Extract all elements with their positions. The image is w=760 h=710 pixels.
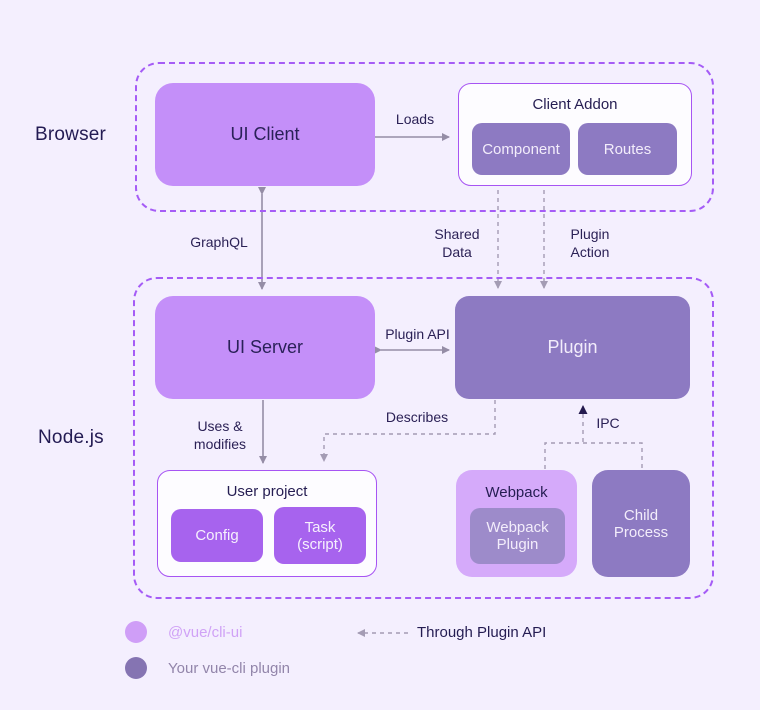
loads-label: Loads (395, 111, 435, 127)
nodejs-group-box (133, 277, 714, 599)
ui-client-node: UI Client (155, 83, 375, 186)
child-process-label: Child Process (613, 506, 669, 541)
client-addon-title: Client Addon (532, 96, 618, 113)
webpack-plugin-label: Webpack Plugin (486, 519, 549, 553)
task-node-label: Task (script) (297, 518, 343, 553)
plugin-action-label: Plugin Action (570, 226, 610, 260)
legend-dot-your-plugin (125, 657, 147, 679)
plugin-node: Plugin (455, 296, 690, 399)
plugin-api-label: Plugin API (385, 326, 450, 342)
component-node: Component (472, 123, 570, 175)
webpack-title: Webpack (485, 484, 548, 501)
config-node: Config (171, 509, 263, 562)
legend-dot-cli-ui (125, 621, 147, 643)
child-process-node: Child Process (592, 470, 690, 577)
user-project-title: User project (226, 483, 308, 500)
ui-server-node: UI Server (155, 296, 375, 399)
routes-node: Routes (578, 123, 677, 175)
ipc-label: IPC (596, 415, 620, 431)
legend-through-plugin-api-label: Through Plugin API (417, 624, 547, 641)
graphql-label: GraphQL (190, 234, 248, 250)
webpack-plugin-node: Webpack Plugin (470, 508, 565, 564)
browser-group-box (135, 62, 714, 212)
nodejs-section-label: Node.js (38, 427, 104, 448)
task-node: Task (script) (274, 507, 366, 564)
browser-section-label: Browser (35, 124, 107, 145)
describes-label: Describes (385, 409, 449, 425)
shared-data-label: Shared Data (434, 226, 480, 260)
legend-your-plugin-label: Your vue-cli plugin (168, 660, 291, 677)
uses-modifies-label: Uses & modifies (193, 418, 247, 452)
legend-cli-ui-label: @vue/cli-ui (168, 624, 243, 641)
